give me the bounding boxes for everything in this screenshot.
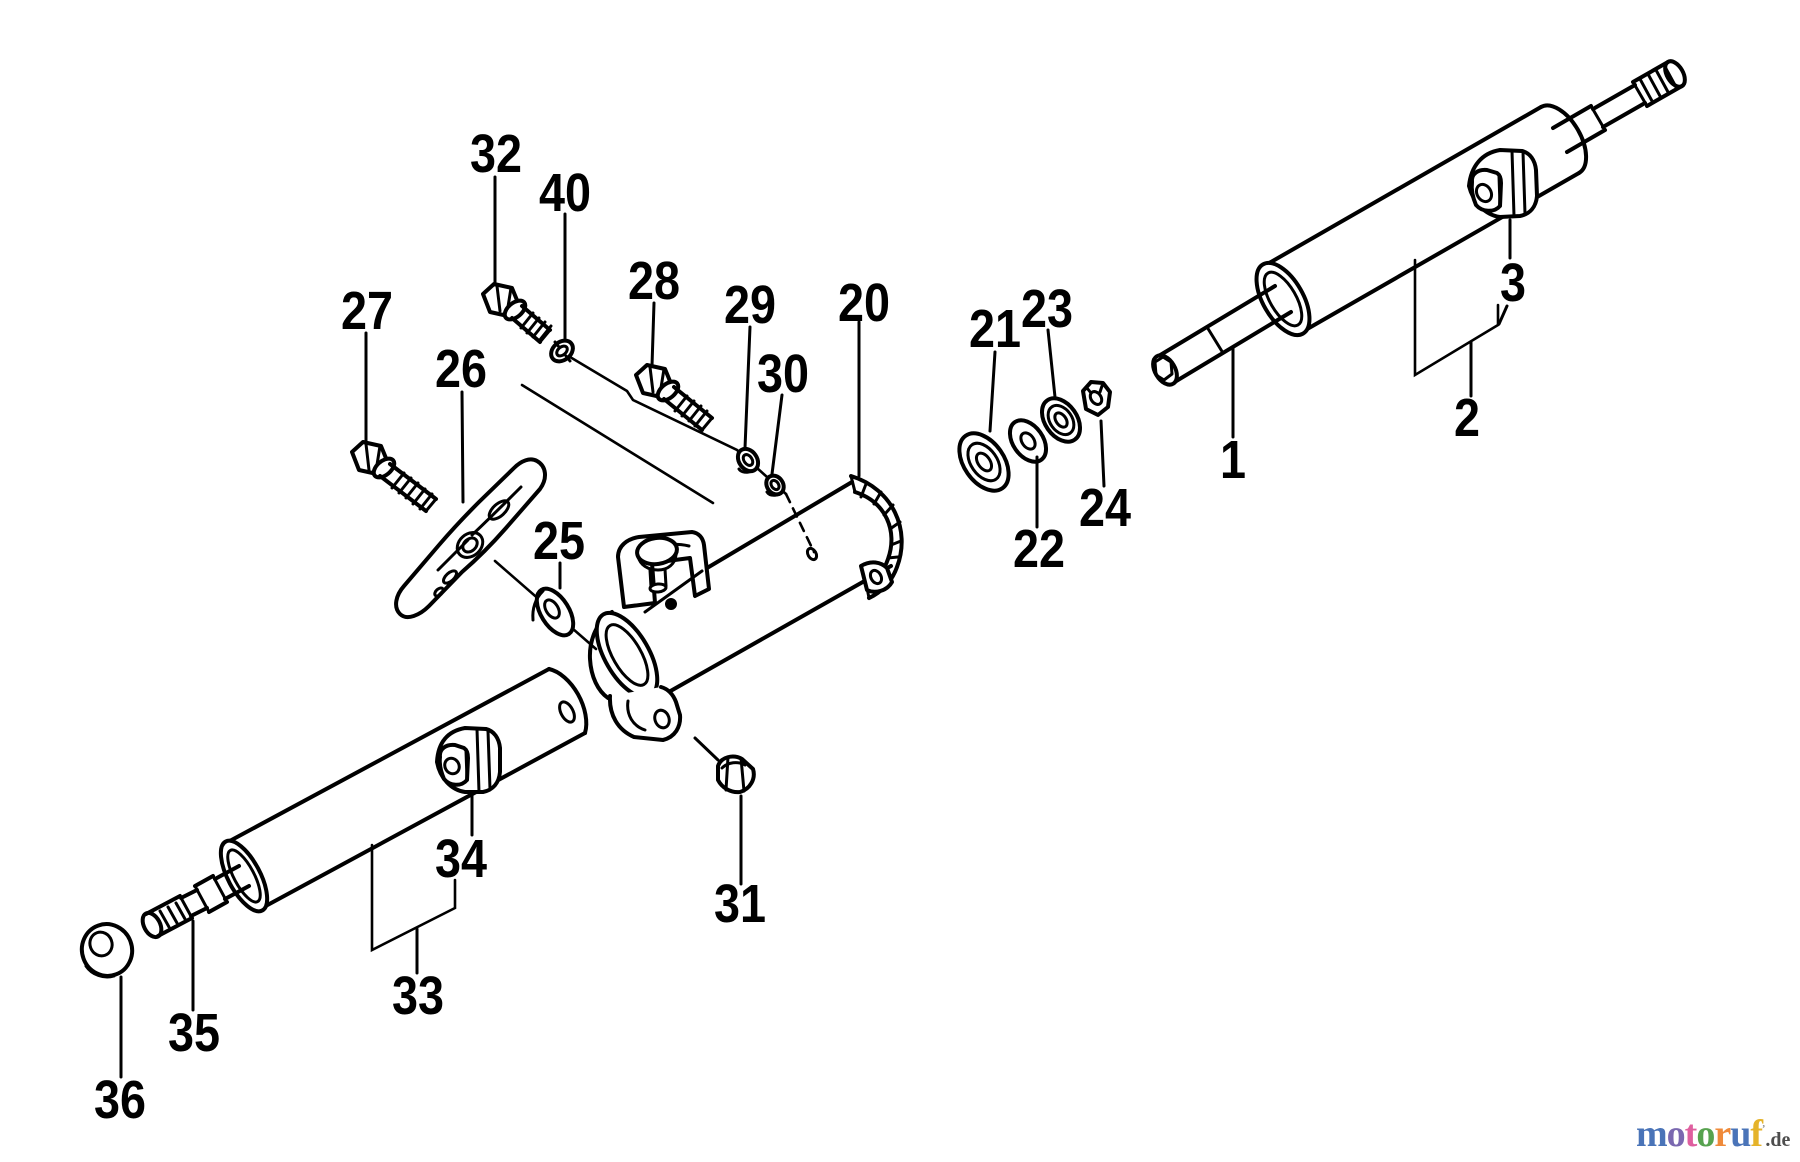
logo-letter: o bbox=[1696, 1113, 1715, 1155]
part-label-36: 36 bbox=[94, 1070, 146, 1130]
thumb-screw-cap bbox=[635, 535, 679, 567]
leader-line-21 bbox=[988, 350, 997, 433]
part-label-3: 3 bbox=[1500, 253, 1526, 313]
lower-tube-bottom-edge bbox=[260, 731, 587, 910]
spline-stripes-35 bbox=[158, 901, 187, 929]
bolt-27-threads bbox=[390, 471, 434, 511]
part-label-20: 20 bbox=[838, 273, 890, 333]
leader-line-30 bbox=[770, 393, 784, 476]
lower-tube-left-ring bbox=[218, 838, 270, 914]
washer-25 bbox=[534, 586, 576, 638]
housing-bottom-edge bbox=[665, 564, 893, 695]
part-label-34: 34 bbox=[435, 829, 487, 889]
leader-line-23 bbox=[1046, 328, 1057, 399]
logo-suffix: .de bbox=[1765, 1129, 1791, 1151]
leader-line-24 bbox=[1099, 419, 1106, 488]
lower-driveshaft-assembly bbox=[79, 667, 589, 979]
part-label-29: 29 bbox=[724, 275, 776, 335]
logo-letter: r bbox=[1714, 1113, 1731, 1155]
washer-21 bbox=[957, 431, 1011, 493]
part-label-24: 24 bbox=[1079, 478, 1131, 538]
logo-letter: m bbox=[1636, 1113, 1668, 1155]
upper-tube-left-ring bbox=[1254, 260, 1312, 338]
lower-clamp-bolt-head bbox=[437, 742, 470, 787]
lever-and-washer bbox=[394, 457, 576, 638]
bushing-36 bbox=[79, 922, 135, 978]
part-label-23: 23 bbox=[1021, 279, 1073, 339]
clamp-housing-20 bbox=[587, 474, 904, 795]
lower-tube-top-edge bbox=[224, 667, 551, 845]
logo-letter: f bbox=[1750, 1113, 1763, 1155]
part33-flag bbox=[370, 843, 457, 953]
logo-trademark: ’ bbox=[1761, 1124, 1766, 1135]
part-label-40: 40 bbox=[539, 163, 591, 223]
part-label-28: 28 bbox=[628, 251, 680, 311]
upper-tube-right-end bbox=[1539, 103, 1589, 175]
flange-lug bbox=[859, 560, 894, 594]
part-label-25: 25 bbox=[533, 511, 585, 571]
logo-letter: o bbox=[1666, 1113, 1686, 1155]
part-label-2: 2 bbox=[1454, 388, 1480, 448]
part-label-21: 21 bbox=[969, 299, 1021, 359]
washer-40 bbox=[549, 338, 575, 364]
leader-line-3 bbox=[1497, 304, 1509, 326]
part-label-26: 26 bbox=[435, 339, 487, 399]
flange-hatching bbox=[859, 482, 903, 560]
spline-tip-end bbox=[1663, 59, 1687, 89]
part-label-35: 35 bbox=[168, 1003, 220, 1063]
upper-clamp-bolt-head bbox=[1469, 167, 1503, 213]
motoruf-logo: motoruf’.de bbox=[1636, 1108, 1800, 1158]
part-label-31: 31 bbox=[714, 874, 766, 934]
leader-line-31 bbox=[693, 736, 720, 762]
part-label-22: 22 bbox=[1013, 519, 1065, 579]
bolt-28-threads bbox=[673, 394, 709, 428]
fasteners bbox=[350, 282, 786, 513]
leader-line-26 bbox=[460, 390, 465, 504]
hex-bore bbox=[1153, 355, 1174, 382]
part-label-32: 32 bbox=[470, 124, 522, 184]
leader-line-28 bbox=[650, 301, 656, 368]
upper-tube-top-edge bbox=[1262, 105, 1543, 268]
housing-bracket bbox=[607, 685, 683, 742]
part-label-1: 1 bbox=[1220, 430, 1246, 490]
lower-tube-right-end bbox=[547, 667, 589, 735]
bolt-32-threads bbox=[519, 311, 553, 343]
part-label-33: 33 bbox=[392, 966, 444, 1026]
housing-surface-hole bbox=[805, 546, 819, 562]
spline-stripes bbox=[1638, 63, 1678, 103]
spline-tip-35 bbox=[140, 910, 164, 940]
washer-stack bbox=[957, 380, 1112, 493]
part-label-30: 30 bbox=[757, 344, 809, 404]
leader-line-29 bbox=[743, 325, 752, 450]
part-label-27: 27 bbox=[341, 281, 393, 341]
washer-22 bbox=[1007, 418, 1049, 464]
part2-flag bbox=[1413, 258, 1500, 378]
upper-tube-left-bore bbox=[1262, 270, 1304, 328]
logo-letter: t bbox=[1684, 1113, 1698, 1155]
upper-driveshaft-assembly bbox=[1151, 59, 1687, 387]
logo-letter: u bbox=[1730, 1113, 1751, 1155]
housing-top-edge bbox=[700, 480, 854, 573]
